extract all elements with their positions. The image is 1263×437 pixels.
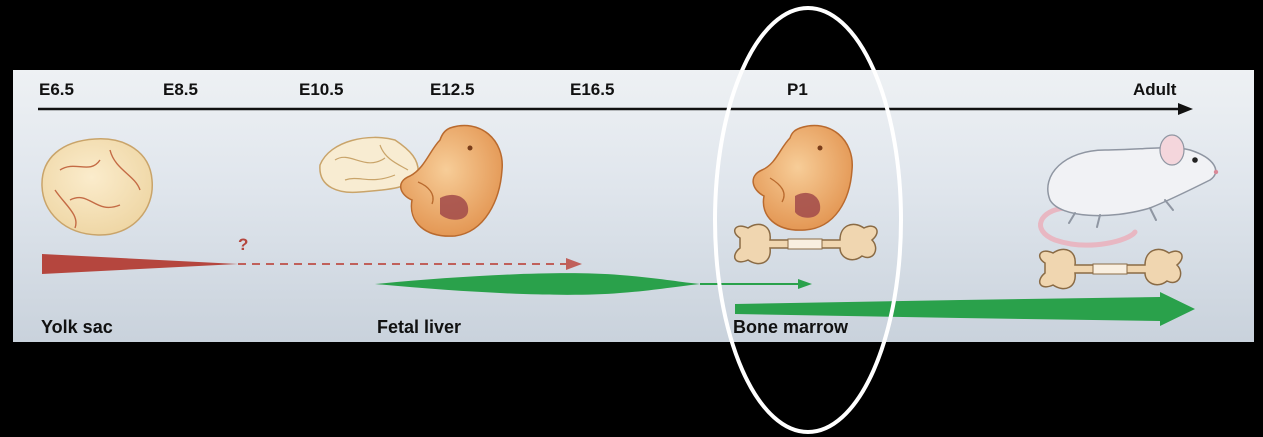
- embryo-with-yolk-sac-icon: [320, 126, 502, 237]
- fetal-liver-wedge: [375, 273, 812, 295]
- unknown-marker: ?: [238, 235, 248, 254]
- mouse-icon: [1041, 135, 1219, 245]
- embryo-icon: [753, 126, 852, 231]
- bone-marrow-wedge: [735, 292, 1195, 326]
- yolk-sac-wedge: [42, 254, 582, 274]
- bone-icon: [1040, 249, 1182, 288]
- yolk-sac-icon: [42, 139, 152, 235]
- timeline-arrow: [38, 103, 1193, 115]
